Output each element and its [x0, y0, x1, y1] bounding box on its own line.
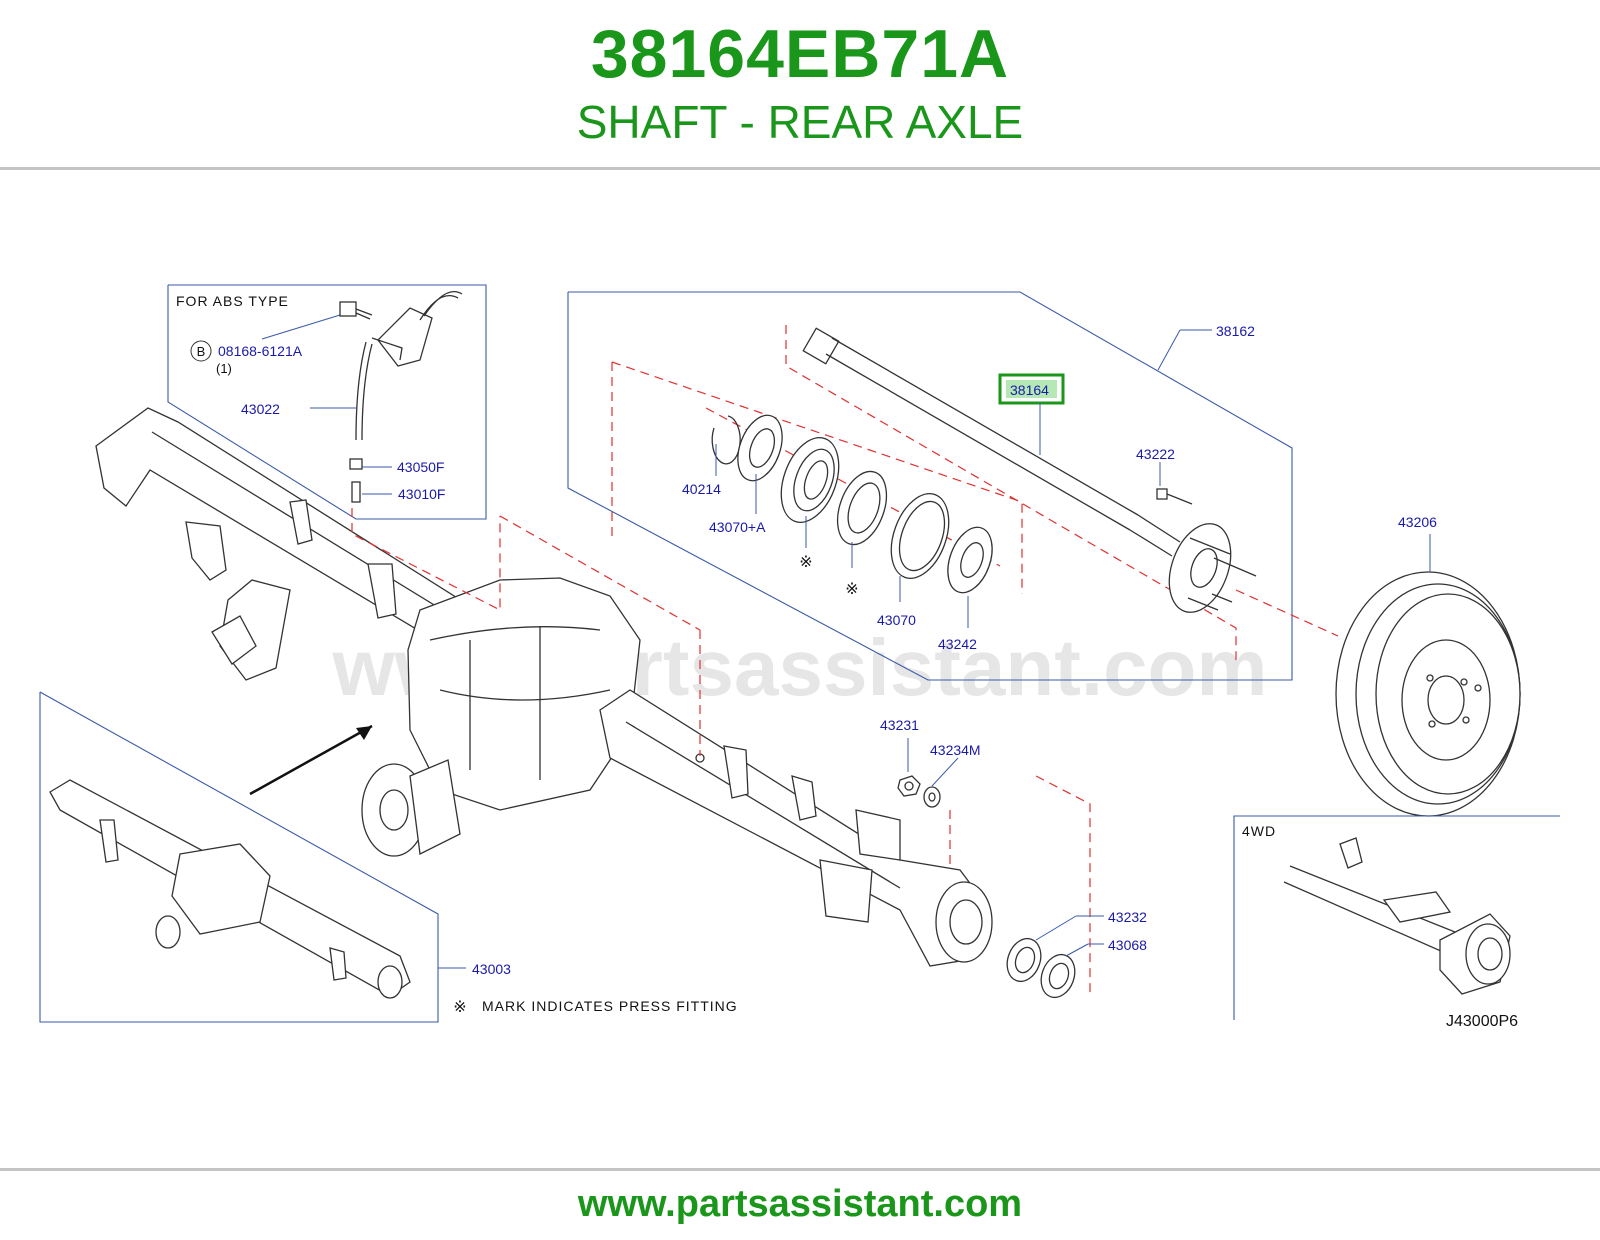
abs-type-inset: FOR ABS TYPE B 08168-6121A (1) 43022 430… — [167, 284, 487, 520]
header: 38164EB71A SHAFT - REAR AXLE — [0, 0, 1600, 168]
axle-shaft-drawing — [802, 327, 1257, 613]
stud-bolt-drawing — [1156, 488, 1193, 505]
axle-housing-drawing — [95, 407, 993, 967]
fourwd-inset: 4WD — [1233, 815, 1560, 1020]
parts-diagram: www.partsassistant.com FOR ABS TYPE B 08… — [0, 170, 1600, 1168]
label-40214[interactable]: 40214 — [682, 481, 721, 497]
axle-seal-43068-drawing — [1040, 953, 1076, 999]
bolt-symbol: B — [197, 344, 206, 359]
hub-nut-drawing — [897, 775, 921, 797]
press-fit-mark-spacer: ※ — [845, 581, 858, 598]
abs-bolt-drawing — [339, 301, 373, 320]
label-43242[interactable]: 43242 — [938, 636, 977, 652]
label-43003[interactable]: 43003 — [472, 961, 511, 977]
drawing-code: J43000P6 — [1446, 1013, 1518, 1030]
label-38162[interactable]: 38162 — [1216, 323, 1255, 339]
footer-url-link[interactable]: www.partsassistant.com — [577, 1183, 1023, 1225]
complete-axle-inset — [39, 691, 439, 1023]
part-number-title: 38164EB71A — [590, 16, 1010, 92]
label-43068[interactable]: 43068 — [1108, 937, 1147, 953]
label-43234M[interactable]: 43234M — [930, 742, 981, 758]
press-fit-note: MARK INDICATES PRESS FITTING — [482, 998, 738, 1014]
target-part-highlight — [998, 373, 1065, 405]
bolt-qty: (1) — [216, 361, 232, 376]
fourwd-label: 4WD — [1242, 823, 1276, 839]
note-symbol: ※ — [453, 999, 466, 1016]
header-divider — [0, 167, 1600, 170]
lock-washer-drawing — [923, 786, 941, 808]
label-38164[interactable]: 38164 — [1010, 382, 1049, 398]
snap-ring-drawing — [711, 415, 741, 465]
target-part-highlight-fill — [1006, 380, 1057, 398]
part-name-subtitle: SHAFT - REAR AXLE — [576, 96, 1024, 148]
label-43222[interactable]: 43222 — [1136, 446, 1175, 462]
axle-seal-43232-drawing — [1006, 937, 1042, 983]
label-43070[interactable]: 43070 — [877, 612, 916, 628]
label-43010F[interactable]: 43010F — [398, 486, 445, 502]
shaft-assembly-box: 38162 38164 4 — [567, 291, 1339, 681]
abs-box-title: FOR ABS TYPE — [176, 293, 289, 309]
label-43232[interactable]: 43232 — [1108, 909, 1147, 925]
label-43050F[interactable]: 43050F — [397, 459, 444, 475]
brake-drum-drawing — [1335, 571, 1521, 817]
abs-sensor-drawing — [349, 290, 463, 503]
bearing-retainer-drawing — [947, 526, 993, 594]
oil-seal-drawing — [737, 414, 783, 482]
press-fit-mark-bearing: ※ — [799, 554, 812, 571]
footer-divider — [0, 1168, 1600, 1171]
wheel-bearing-drawing — [780, 437, 840, 523]
parts-diagram-canvas: www.partsassistant.com FOR ABS TYPE B 08… — [39, 284, 1560, 1030]
label-43206[interactable]: 43206 — [1398, 514, 1437, 530]
label-43070A[interactable]: 43070+A — [709, 519, 766, 535]
grease-seal-drawing — [890, 493, 950, 579]
label-08168-6121A[interactable]: 08168-6121A — [218, 343, 303, 359]
label-43022[interactable]: 43022 — [241, 401, 280, 417]
bearing-spacer-drawing — [836, 470, 888, 546]
label-43231[interactable]: 43231 — [880, 717, 919, 733]
